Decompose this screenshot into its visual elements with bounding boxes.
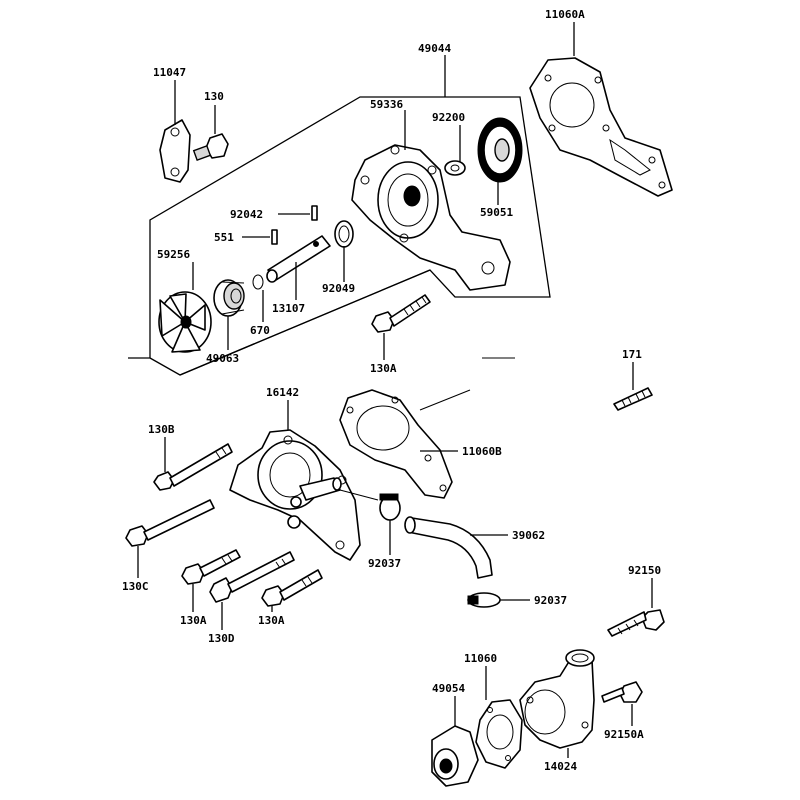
bolt-130a-left bbox=[181, 549, 241, 585]
plate-11047 bbox=[159, 119, 191, 183]
leader-lines bbox=[137, 22, 653, 758]
bolt-130a-right bbox=[261, 569, 323, 607]
impeller-59256 bbox=[158, 291, 212, 353]
thermostat-49054 bbox=[431, 725, 479, 787]
label-130: 130 bbox=[204, 90, 224, 103]
bolt-130c bbox=[125, 499, 215, 547]
subassembly-outline bbox=[128, 55, 551, 376]
label-92049: 92049 bbox=[322, 282, 355, 295]
gasket-11060 bbox=[475, 699, 523, 769]
pin-92042 bbox=[311, 205, 318, 221]
label-130d: 130D bbox=[208, 632, 235, 645]
label-130a-left: 130A bbox=[180, 614, 207, 627]
label-92042: 92042 bbox=[230, 208, 263, 221]
label-92150: 92150 bbox=[628, 564, 661, 577]
bolt-130b bbox=[153, 443, 233, 491]
fitting-14024 bbox=[519, 649, 595, 749]
gasket-11060a bbox=[529, 57, 673, 197]
stud-171 bbox=[613, 387, 653, 411]
label-130a-right: 130A bbox=[258, 614, 285, 627]
label-11060a: 11060A bbox=[545, 8, 585, 21]
bolt-92150a bbox=[601, 681, 643, 703]
label-11060b: 11060B bbox=[462, 445, 502, 458]
label-92037-low: 92037 bbox=[534, 594, 567, 607]
label-130c: 130C bbox=[122, 580, 149, 593]
gasket-11060b bbox=[339, 389, 453, 499]
part-labels: 11060A 49044 11047 130 59336 92200 59051… bbox=[122, 8, 661, 773]
washer-92200 bbox=[444, 160, 466, 176]
label-49054: 49054 bbox=[432, 682, 465, 695]
clamp-92037-mid bbox=[379, 493, 401, 521]
pump-body-59336 bbox=[351, 144, 511, 291]
pin-551 bbox=[271, 229, 278, 245]
bolt-92150 bbox=[607, 609, 665, 637]
label-130b: 130B bbox=[148, 423, 175, 436]
label-16142: 16142 bbox=[266, 386, 299, 399]
label-551: 551 bbox=[214, 231, 234, 244]
label-59336: 59336 bbox=[370, 98, 403, 111]
shaft-13107 bbox=[266, 235, 331, 283]
gear-59051 bbox=[477, 117, 523, 183]
oring-670 bbox=[252, 274, 264, 290]
label-92037-mid: 92037 bbox=[368, 557, 401, 570]
hose-39062 bbox=[404, 516, 493, 579]
label-130a-top: 130A bbox=[370, 362, 397, 375]
label-39062: 39062 bbox=[512, 529, 545, 542]
guide-lines bbox=[339, 357, 515, 501]
label-670: 670 bbox=[250, 324, 270, 337]
mech-seal-49063 bbox=[213, 279, 245, 317]
bolt-130a-top bbox=[371, 294, 431, 333]
label-13107: 13107 bbox=[272, 302, 305, 315]
label-92150a: 92150A bbox=[604, 728, 644, 741]
label-59051: 59051 bbox=[480, 206, 513, 219]
label-49063: 49063 bbox=[206, 352, 239, 365]
label-11047: 11047 bbox=[153, 66, 186, 79]
label-92200: 92200 bbox=[432, 111, 465, 124]
label-171: 171 bbox=[622, 348, 642, 361]
bolt-130d bbox=[209, 551, 295, 603]
bolt-130 bbox=[192, 133, 229, 161]
label-14024: 14024 bbox=[544, 760, 577, 773]
label-59256: 59256 bbox=[157, 248, 190, 261]
label-11060: 11060 bbox=[464, 652, 497, 665]
cover-16142 bbox=[229, 429, 361, 561]
clamp-92037-low bbox=[467, 592, 501, 608]
seal-92049 bbox=[334, 220, 354, 248]
label-49044: 49044 bbox=[418, 42, 451, 55]
